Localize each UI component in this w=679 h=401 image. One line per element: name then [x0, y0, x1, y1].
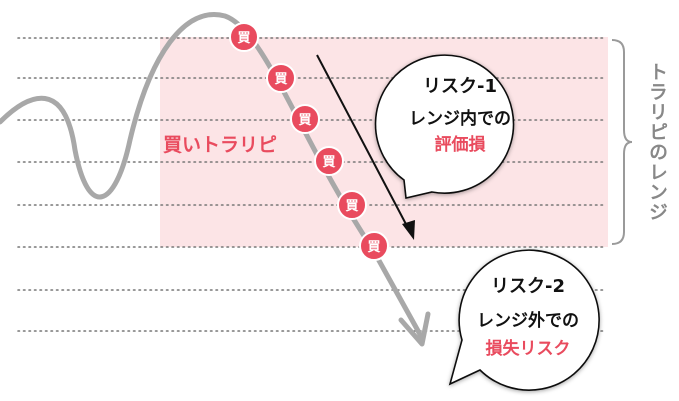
buy-marker-label: 買 [322, 155, 335, 170]
loss-arrow-head [402, 220, 415, 240]
risk2-bubble: リスク-2 レンジ外での 損失リスク [448, 249, 600, 391]
price-arrow-head [398, 311, 431, 347]
risk2-line2: 損失リスク [486, 338, 571, 359]
buy-label: 買いトラリピ [163, 134, 277, 156]
risk1-line1: レンジ内での [409, 108, 511, 129]
buy-marker-label: 買 [237, 31, 250, 46]
buy-marker: 買 [359, 231, 389, 261]
risk2-bubble-shape [448, 249, 600, 391]
buy-marker-circle [359, 231, 389, 261]
risk1-title: リスク-1 [423, 76, 497, 97]
risk2-line1: レンジ外での [477, 310, 579, 331]
buy-marker-label: 買 [298, 113, 311, 128]
buy-marker-circle [290, 104, 320, 134]
range-label: トラリピのレンジ [646, 62, 668, 222]
risk1-line2: 評価損 [435, 134, 487, 155]
buy-marker: 買 [337, 190, 367, 220]
risk1-bubble: リスク-1 レンジ内での 評価損 [374, 54, 515, 199]
buy-marker: 買 [266, 63, 296, 93]
buy-marker: 買 [290, 104, 320, 134]
buy-marker-label: 買 [274, 72, 287, 87]
buy-marker-label: 買 [367, 240, 380, 255]
risk2-title: リスク-2 [491, 276, 565, 297]
buy-marker-label: 買 [345, 199, 358, 214]
buy-marker-circle [314, 146, 344, 176]
buy-marker-circle [229, 22, 259, 52]
buy-marker: 買 [229, 22, 259, 52]
buy-marker: 買 [314, 146, 344, 176]
risk1-bubble-shape [374, 54, 515, 199]
loss-arrow [316, 54, 409, 229]
range-bracket [611, 39, 633, 245]
buy-marker-circle [337, 190, 367, 220]
buy-marker-circle [266, 63, 296, 93]
